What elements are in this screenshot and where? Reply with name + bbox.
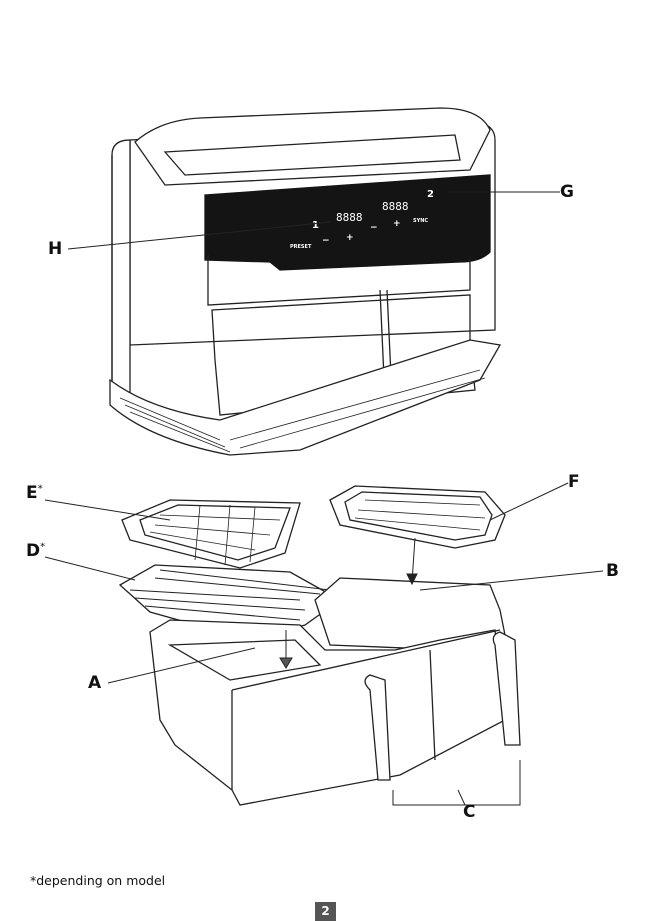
air-fryer-unit bbox=[109, 107, 502, 456]
plus-button-zone2[interactable]: + bbox=[393, 219, 401, 229]
minus-button-zone2[interactable]: − bbox=[370, 223, 378, 233]
label-e: E* bbox=[26, 483, 43, 503]
display-zone1: 8888 bbox=[336, 211, 363, 224]
plus-button-zone1[interactable]: + bbox=[346, 233, 354, 243]
footnote: *depending on model bbox=[30, 873, 166, 888]
control-panel bbox=[204, 174, 491, 271]
display-zone2: 8888 bbox=[382, 200, 409, 213]
zone1-button[interactable]: 1 bbox=[312, 220, 319, 231]
grill-button[interactable]: GRILL bbox=[436, 172, 453, 178]
crisper-plate-e bbox=[121, 499, 301, 569]
page-number: 2 bbox=[315, 902, 336, 921]
asterisk: * bbox=[37, 483, 43, 495]
basket-assembly bbox=[149, 577, 521, 806]
label-g: G bbox=[560, 182, 574, 202]
label-f: F bbox=[568, 472, 580, 492]
label-c: C bbox=[463, 802, 476, 822]
label-a: A bbox=[88, 673, 102, 693]
label-b: B bbox=[606, 561, 619, 581]
label-d: D* bbox=[26, 541, 45, 561]
sync-button[interactable]: SYNC bbox=[413, 218, 428, 224]
label-e-text: E bbox=[26, 483, 38, 503]
leader-lines bbox=[44, 191, 604, 806]
crisper-plate-f bbox=[329, 485, 506, 549]
panel-labels: PRESET MANUAL GRILL SYNC 1 2 8888 8888 −… bbox=[290, 172, 453, 250]
preset-button[interactable]: PRESET bbox=[290, 244, 312, 250]
manual-button[interactable]: MANUAL bbox=[411, 174, 436, 180]
minus-button-zone1[interactable]: − bbox=[322, 236, 330, 246]
asterisk: * bbox=[40, 541, 46, 553]
zone2-button[interactable]: 2 bbox=[427, 189, 434, 200]
label-h: H bbox=[48, 239, 63, 259]
label-d-text: D bbox=[26, 541, 41, 561]
